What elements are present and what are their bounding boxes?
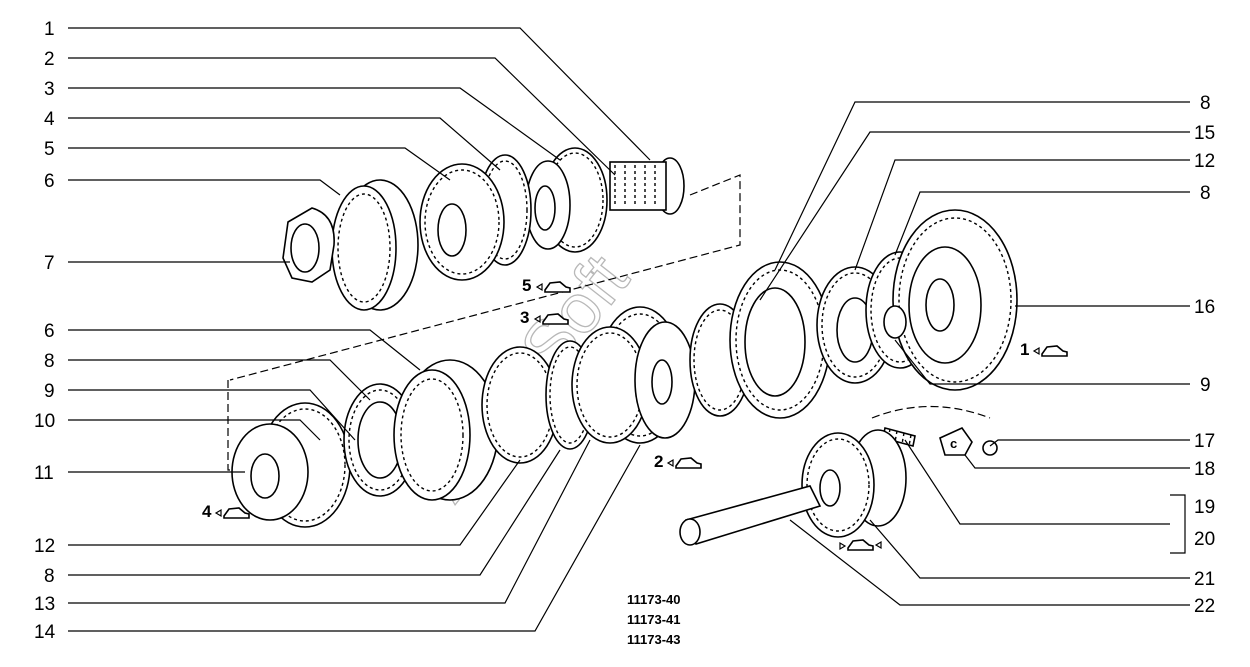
part-code-3: 11173-43 [627,632,681,647]
callout-2: 2 [44,49,55,70]
callout-6b: 6 [44,321,55,342]
part-code-1: 11173-40 [627,592,681,607]
reverse-idler-assembly: c [679,405,998,546]
part-codes: 11173-40 11173-41 11173-43 [627,592,681,647]
svg-text:3: 3 [520,308,529,327]
car-icon [544,281,571,293]
callouts-right: 8 15 12 8 16 9 17 18 19 20 21 22 [1194,93,1215,617]
callout-15: 15 [1194,123,1215,144]
car-reverse-icon [847,539,874,551]
callout-16: 16 [1194,297,1215,318]
callout-21: 21 [1194,569,1215,590]
callout-3: 3 [44,79,55,100]
svg-text:5: 5 [522,276,531,295]
gear-markers: 5 3 2 1 4 [202,276,1068,551]
callout-10: 10 [34,411,55,432]
car-icon [1041,345,1068,357]
upper-gear-cluster [229,147,741,381]
leader-lines-right [759,101,1190,606]
callout-6: 6 [44,171,55,192]
callout-19: 19 [1194,497,1215,518]
callout-9r: 9 [1200,375,1211,396]
right-gear-cluster [729,209,1018,419]
gear-marker-reverse [839,539,882,551]
callout-7: 7 [44,253,55,274]
gear-marker-2: 2 [654,452,702,471]
gear-marker-1: 1 [1020,340,1068,359]
car-icon [542,313,569,325]
leader-lines-left [68,27,651,632]
callout-17: 17 [1194,431,1215,452]
callout-8: 8 [44,351,55,372]
callout-12: 12 [34,536,55,557]
callouts-left: 1 2 3 4 5 6 7 6 8 9 10 11 12 8 13 14 [34,19,56,643]
callout-8r2: 8 [1200,183,1211,204]
car-icon [223,507,250,519]
part-code-2: 11173-41 [627,612,681,627]
callout-11: 11 [34,463,54,484]
callout-8r: 8 [1200,93,1211,114]
gear-marker-4: 4 [202,502,250,521]
svg-text:2: 2 [654,452,663,471]
lower-left-cluster [227,303,751,528]
callout-20: 20 [1194,529,1215,550]
car-icon [675,457,702,469]
callout-1: 1 [44,19,55,40]
svg-text:1: 1 [1020,340,1029,359]
svg-text:c: c [950,436,957,451]
callout-14: 14 [34,622,56,643]
svg-text:4: 4 [202,502,212,521]
callout-5: 5 [44,139,55,160]
callout-18: 18 [1194,459,1215,480]
callout-4: 4 [44,109,55,130]
callout-9: 9 [44,381,55,402]
gear-marker-5: 5 [522,276,571,295]
callout-12r: 12 [1194,151,1215,172]
callout-8b: 8 [44,566,55,587]
callout-22: 22 [1194,596,1215,617]
gear-marker-3: 3 [520,308,569,327]
callout-13: 13 [34,594,55,615]
